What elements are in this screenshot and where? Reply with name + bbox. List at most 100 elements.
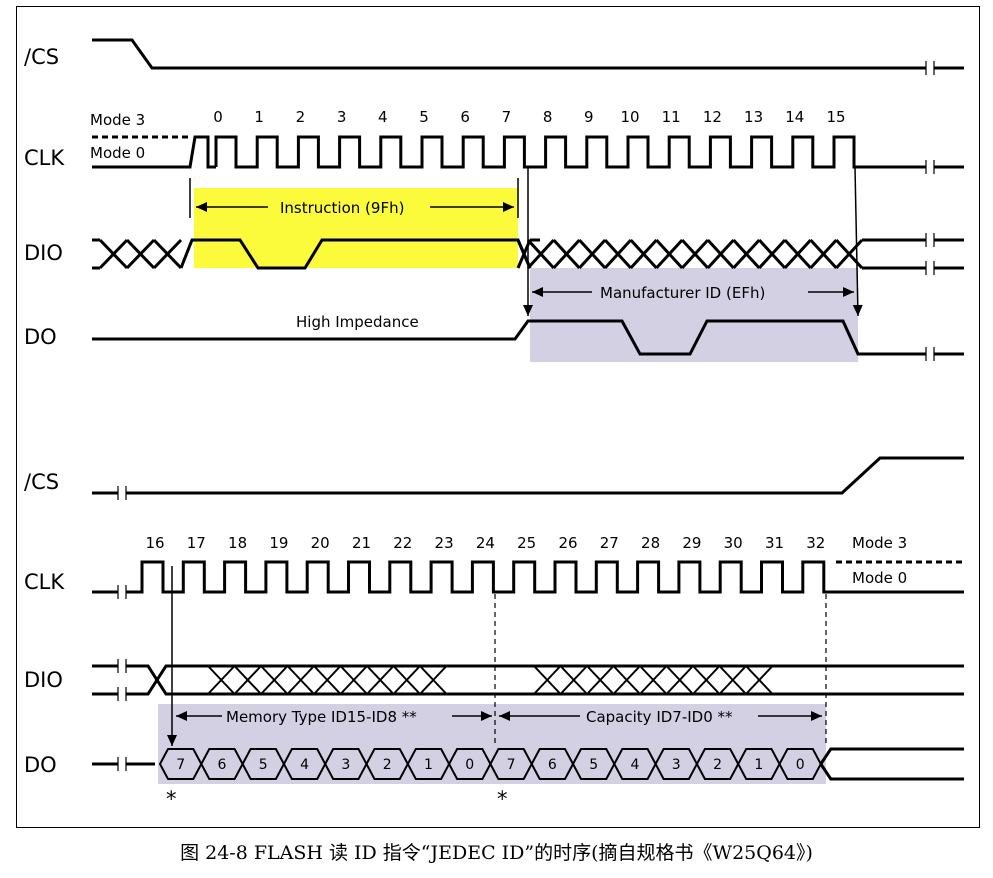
dio-top-x xyxy=(98,238,129,270)
clk-top-wave xyxy=(214,135,860,169)
do-bit-value: 3 xyxy=(341,757,350,773)
do-bit-value: 7 xyxy=(507,757,516,773)
asterisk-2: * xyxy=(497,787,508,811)
clock-number-top: 8 xyxy=(543,108,553,126)
mode3-bottom-label: Mode 3 xyxy=(852,534,907,552)
clock-number-bottom: 21 xyxy=(352,534,371,552)
clock-number-bottom: 30 xyxy=(724,534,743,552)
do-bit-value: 4 xyxy=(300,757,309,773)
clock-number-bottom: 29 xyxy=(682,534,701,552)
dio-bottom-label: DIO xyxy=(24,668,63,692)
do-bit-value: 6 xyxy=(548,757,557,773)
dio-bottom-x xyxy=(639,665,668,695)
manufacturer-label: Manufacturer ID (EFh) xyxy=(600,284,765,302)
do-bottom-tail-hi xyxy=(819,747,964,765)
clock-number-bottom: 18 xyxy=(228,534,247,552)
dio-bottom-x xyxy=(612,665,641,695)
do-bottom-start-arrow-head xyxy=(167,735,177,746)
figure-caption: 图 24-8 FLASH 读 ID 指令“JEDEC ID”的时序(摘自规格书《… xyxy=(180,842,813,864)
clk-top-break-gap xyxy=(926,159,934,175)
do-bit-value: 1 xyxy=(754,757,763,773)
dio-top-post-x xyxy=(578,238,607,270)
dio-bottom-x xyxy=(692,665,721,695)
clock-number-top: 4 xyxy=(378,108,388,126)
clock-number-top: 14 xyxy=(785,108,804,126)
dio-bottom-hi xyxy=(92,664,964,696)
clock-number-bottom: 32 xyxy=(806,534,825,552)
do-top-label: DO xyxy=(24,325,57,349)
memtype-arrow-left-head xyxy=(176,711,187,721)
dio-top-break-hi-gap xyxy=(926,232,934,248)
waveforms xyxy=(92,38,964,781)
do-start-arrow-head xyxy=(523,305,533,316)
memory-type-label: Memory Type ID15-ID8 ** xyxy=(226,708,417,726)
clk-top-label: CLK xyxy=(24,146,65,170)
clk-bottom-label: CLK xyxy=(24,570,65,594)
dio-top-label: DIO xyxy=(24,241,63,265)
clock-number-top: 6 xyxy=(460,108,470,126)
do-top-wave xyxy=(92,319,964,356)
dio-top-post-x xyxy=(835,238,864,270)
clock-number-bottom: 23 xyxy=(435,534,454,552)
do-bit-value: 3 xyxy=(672,757,681,773)
cs-bottom-break-gap xyxy=(118,485,126,501)
dio-top-x xyxy=(152,238,183,270)
dio-bottom-x xyxy=(339,665,368,695)
clock-number-bottom: 22 xyxy=(393,534,412,552)
clock-number-top: 7 xyxy=(502,108,512,126)
dio-top-post-x xyxy=(552,238,581,270)
dio-bottom-x xyxy=(718,665,747,695)
do-bottom-tail-lo xyxy=(819,763,964,781)
do-bit-value: 4 xyxy=(630,757,639,773)
mode0-bottom-label: Mode 0 xyxy=(852,569,907,587)
mode3-top-label: Mode 3 xyxy=(90,111,145,129)
clk-bottom-break-gap xyxy=(118,584,126,600)
do-bit-value: 0 xyxy=(465,757,474,773)
dio-top-post-x xyxy=(758,238,787,270)
dio-bottom-x xyxy=(207,665,236,695)
cs-bottom-wave xyxy=(92,456,964,495)
memtype-arrow-right-head xyxy=(481,711,492,721)
dio-top-post-x xyxy=(809,238,838,270)
mfr-arrow-left-head xyxy=(532,287,543,297)
dio-bottom-x xyxy=(233,665,262,695)
clock-number-top: 9 xyxy=(584,108,594,126)
cs-top-wave xyxy=(92,38,964,70)
dio-top-post-x xyxy=(526,238,555,270)
dio-top-post-x xyxy=(681,238,709,270)
dio-bottom-x xyxy=(286,665,315,695)
dio-top-post-x xyxy=(655,238,684,270)
clock-number-top: 1 xyxy=(254,108,264,126)
clock-number-top: 13 xyxy=(744,108,763,126)
do-bit-value: 5 xyxy=(259,757,268,773)
dio-top-post-x xyxy=(732,238,761,270)
clock-number-top: 10 xyxy=(620,108,639,126)
dio-bottom-x xyxy=(419,665,448,695)
do-end-arrow-head xyxy=(852,304,863,316)
dio-top-post-x xyxy=(706,238,735,270)
dio-bottom-x xyxy=(745,665,774,695)
do-bit-value: 2 xyxy=(713,757,722,773)
dio-bottom-x xyxy=(392,665,421,695)
dio-bottom-x xyxy=(533,665,562,695)
dio-top-post-x xyxy=(629,238,658,270)
do-bit-value: 6 xyxy=(217,757,226,773)
clock-number-bottom: 24 xyxy=(476,534,495,552)
clock-number-top: 15 xyxy=(826,108,845,126)
clock-number-top: 0 xyxy=(213,108,223,126)
do-top-break-gap xyxy=(926,346,934,362)
do-bottom-break-gap xyxy=(118,756,126,772)
diagram-frame xyxy=(16,6,980,828)
clk-bottom-wave xyxy=(92,560,828,594)
cs-top-break-gap xyxy=(926,60,934,76)
clock-number-bottom: 16 xyxy=(145,534,164,552)
do-bit-value: 7 xyxy=(176,757,185,773)
clock-number-bottom: 26 xyxy=(558,534,577,552)
cs-bottom-label: /CS xyxy=(24,470,59,494)
high-impedance-label: High Impedance xyxy=(296,313,419,331)
do-bottom-label: DO xyxy=(24,753,57,777)
do-bit-value: 5 xyxy=(589,757,598,773)
